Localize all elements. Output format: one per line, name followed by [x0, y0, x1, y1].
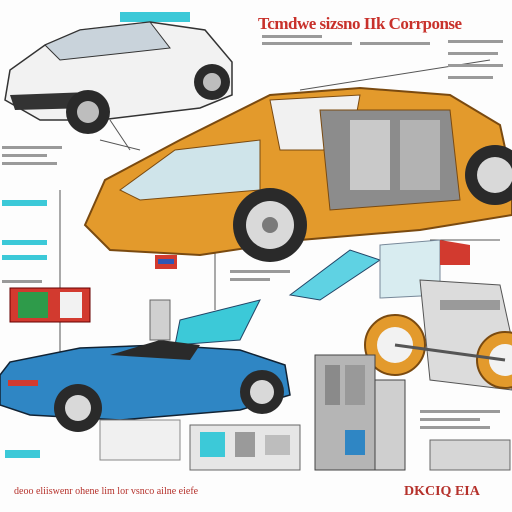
white-car	[4, 21, 233, 134]
headline: Tcmdwe sizsno IIk Corrponse	[258, 14, 462, 33]
annotation-text-blocks	[2, 35, 503, 429]
red-panel	[9, 287, 91, 323]
footer-caption-left: deoo eliiswenr ohene lim lor vsnco ailne…	[14, 486, 199, 497]
factory-machinery	[99, 299, 511, 471]
orange-chassis-car	[83, 86, 512, 269]
blue-convertible	[0, 340, 291, 432]
footer-caption-right: DKCIQ EIA	[404, 484, 480, 499]
